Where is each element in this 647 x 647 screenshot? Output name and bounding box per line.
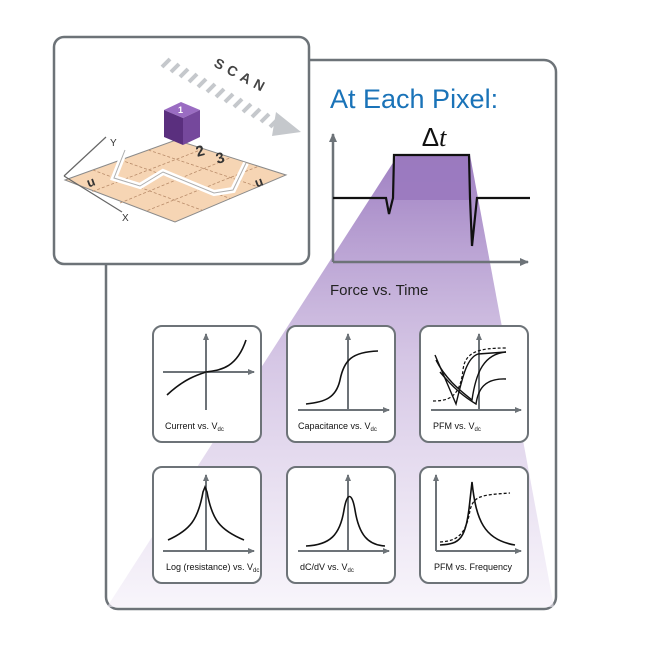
- plot-label-pfm-frequency: PFM vs. Frequency: [434, 562, 513, 572]
- force-time-plot: [329, 133, 530, 266]
- plot-dcdv: dC/dV vs. Vdc: [286, 466, 396, 584]
- plot-pfm-frequency: PFM vs. Frequency: [419, 466, 529, 584]
- plot-pfm-vdc: PFM vs. Vdc: [419, 325, 529, 443]
- plot-label-log-resistance: Log (resistance) vs. Vdc: [166, 562, 259, 574]
- force-caption: Force vs. Time: [330, 282, 428, 299]
- pixel-number-1: 1: [178, 105, 183, 115]
- page-heading: At Each Pixel:: [330, 84, 498, 114]
- axis-y-label: Y: [110, 138, 117, 149]
- plot-capacitance: Capacitance vs. Vdc: [286, 325, 396, 443]
- probe-cube: 1: [164, 102, 200, 145]
- plot-label-capacitance: Capacitance vs. Vdc: [298, 421, 377, 433]
- plot-label-dcdv: dC/dV vs. Vdc: [300, 562, 354, 574]
- plot-current: Current vs. Vdc: [152, 325, 262, 443]
- axis-x-label: X: [122, 213, 129, 224]
- plot-label-current: Current vs. Vdc: [165, 421, 224, 433]
- scan-panel: SCAN Y X u u 2 3 1: [52, 35, 311, 266]
- plot-label-pfm-vdc: PFM vs. Vdc: [433, 421, 481, 433]
- plot-log-resistance: Log (resistance) vs. Vdc: [152, 466, 262, 584]
- delta-t-label: Δt: [422, 122, 447, 152]
